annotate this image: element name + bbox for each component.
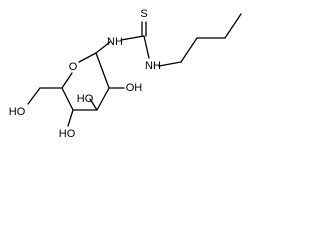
hydroxyl-c2-label: OH: [126, 82, 143, 94]
bond-c3-c2: [96, 87, 110, 111]
bond-c3-o3: [89, 98, 98, 111]
bond-c1-o5: [78, 52, 97, 63]
bond-n2-ca: [158, 61, 182, 67]
bond-c6-o6: [27, 87, 41, 105]
amine-nh-label-1: NH: [107, 36, 123, 48]
bond-c1-n1: [95, 41, 111, 54]
bond-cc-cd: [224, 13, 242, 39]
bond-ca-cb: [180, 37, 198, 63]
sulfur-label: S: [140, 8, 147, 20]
bond-n1-c: [120, 35, 145, 41]
bond-c2-c1: [95, 52, 110, 89]
ring-oxygen-label: O: [69, 61, 78, 73]
hydroxyl-c4-label: HO: [59, 128, 76, 140]
bond-c-n2: [143, 35, 150, 59]
bond-c5-c4: [61, 87, 74, 111]
hydroxyl-c3-label: HO: [77, 93, 94, 105]
structure-drawing: O NH S NH HO HO HO OH: [9, 8, 242, 140]
bond-c4-o4: [67, 109, 74, 127]
molecule-svg: O NH S NH HO HO HO OH: [9, 8, 242, 140]
hydroxyl-c6-label: HO: [9, 106, 26, 118]
amine-nh-label-2: NH: [145, 60, 161, 72]
bond-o5-c5: [61, 72, 73, 89]
